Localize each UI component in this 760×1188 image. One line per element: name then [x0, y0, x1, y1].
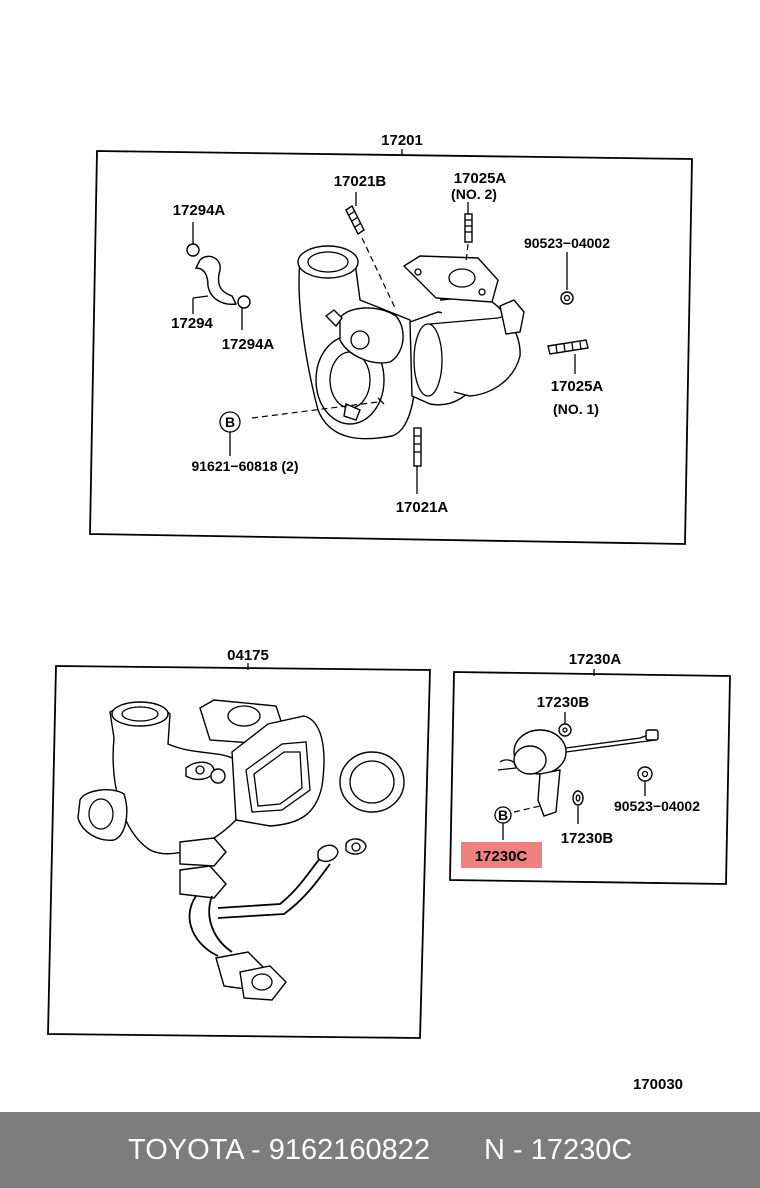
washer-17230b-bottom	[572, 790, 584, 824]
stud-17021b	[345, 192, 365, 236]
label-17025a-no2-note: (NO. 2)	[451, 186, 497, 202]
stud-17025a-no2	[464, 202, 473, 243]
stud-17021a	[413, 427, 422, 494]
bolt-marker-b-bottom: B	[494, 806, 512, 840]
gasket-ring	[339, 751, 405, 813]
actuator-assembly-group: 17230A 17230B 90523−04002 B	[449, 651, 731, 885]
label-17230c[interactable]: 17230C	[475, 848, 528, 865]
label-91621-60818[interactable]: 91621−60818 (2)	[191, 458, 298, 474]
actuator-assembly-frame	[449, 671, 731, 885]
parts-diagram: 17201	[47, 132, 731, 1093]
nut-90523-04002-top	[560, 252, 574, 305]
washer-17230b-top	[558, 712, 572, 737]
label-17025a-no1-note: (NO. 1)	[553, 401, 599, 417]
footer-bar: TOYOTA - 9162160822 N - 17230C	[0, 1112, 760, 1188]
footer-reference: N - 17230C	[484, 1134, 633, 1166]
label-17021b[interactable]: 17021B	[334, 173, 387, 190]
wastegate-actuator	[497, 729, 659, 817]
label-17025a-no1[interactable]: 17025A	[551, 378, 604, 395]
gasket-left	[77, 789, 128, 841]
label-17294a-bottom[interactable]: 17294A	[222, 336, 275, 353]
stud-17025a-no1	[547, 339, 589, 374]
elbow-assembly-frame	[47, 665, 431, 1039]
turbo-assembly-title[interactable]: 17201	[381, 132, 423, 149]
actuator-assembly-title[interactable]: 17230A	[569, 651, 622, 668]
exhaust-elbow	[109, 699, 325, 855]
label-17294[interactable]: 17294	[171, 315, 213, 332]
highlight-17230c	[461, 842, 542, 868]
oil-pipe	[179, 837, 367, 1001]
turbocharger-body	[297, 245, 525, 440]
footer-brand-part-number: TOYOTA - 9162160822	[128, 1134, 431, 1166]
hose-17294	[186, 222, 251, 330]
bolt-marker-b-top: B	[219, 411, 241, 456]
nut-90523-04002-bottom	[637, 766, 653, 796]
svg-text:B: B	[498, 807, 508, 823]
svg-text:B: B	[225, 414, 235, 430]
label-17021a[interactable]: 17021A	[396, 499, 449, 516]
turbo-assembly-frame	[89, 150, 693, 545]
label-90523-04002-top[interactable]: 90523−04002	[524, 235, 610, 251]
label-17230b-top[interactable]: 17230B	[537, 694, 590, 711]
elbow-assembly-group: 04175	[47, 647, 431, 1039]
label-17025a-no2[interactable]: 17025A	[454, 170, 507, 187]
clamp-17294a-top	[186, 243, 200, 257]
label-17230b-bottom[interactable]: 17230B	[561, 830, 614, 847]
label-17294a-top[interactable]: 17294A	[173, 202, 226, 219]
turbo-assembly-group: 17201	[89, 132, 693, 545]
clamp-17294a-bottom	[237, 295, 251, 309]
elbow-assembly-title[interactable]: 04175	[227, 647, 269, 664]
label-90523-04002-bottom[interactable]: 90523−04002	[614, 798, 700, 814]
page-number: 170030	[633, 1076, 683, 1093]
